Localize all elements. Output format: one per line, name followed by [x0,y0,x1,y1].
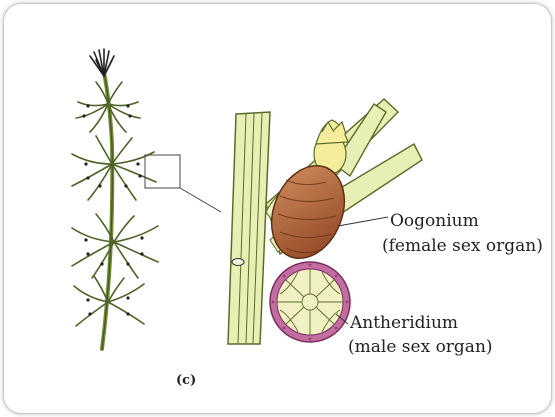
chara-diagram: Oogonium (female sex organ) Antheridium … [4,4,552,414]
oogonium-label: Oogonium [390,211,479,231]
apical-tuft [90,49,114,76]
antheridium [270,262,350,342]
branch-whorl-3 [72,214,158,278]
main-stem [228,112,270,344]
zoom-pointer-line [180,188,221,212]
antheridium-label: Antheridium [349,313,458,333]
zoom-box [145,155,180,188]
oogonium-note: (female sex organ) [382,236,543,256]
chara-plant [72,49,158,349]
oogonium [258,155,357,269]
figure-frame: Oogonium (female sex organ) Antheridium … [3,3,552,414]
panel-label: (c) [176,373,196,388]
antheridium-note: (male sex organ) [348,337,493,357]
oogonium-leader-line [338,217,388,226]
